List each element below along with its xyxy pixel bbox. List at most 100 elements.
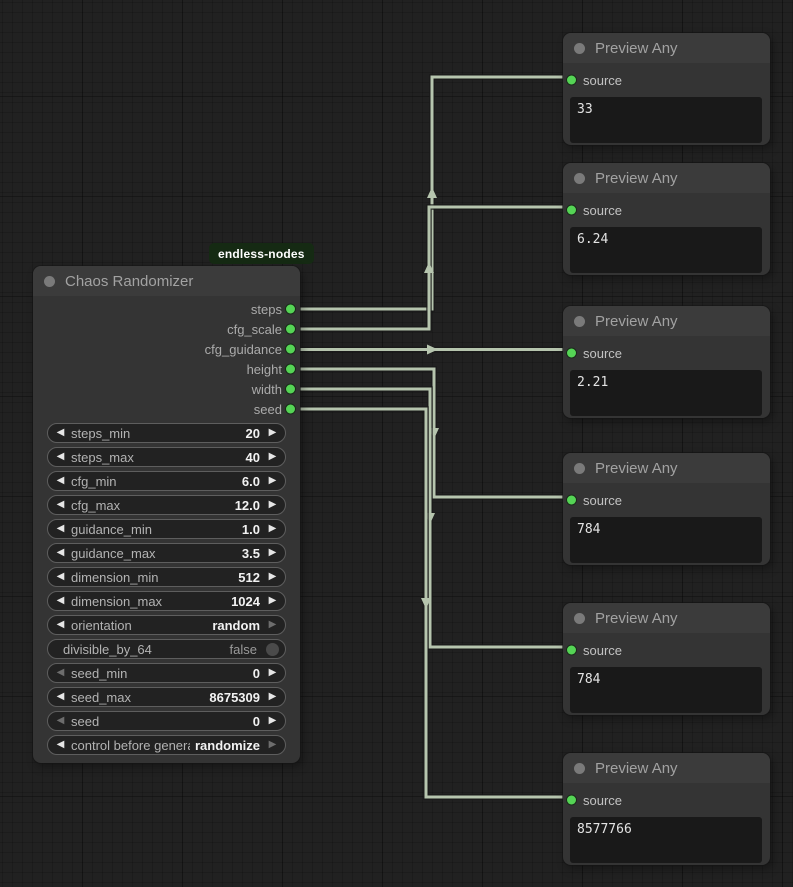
widget-value[interactable]: 6.0 bbox=[241, 473, 260, 489]
node-header[interactable]: Preview Any bbox=[563, 753, 770, 783]
decrement-arrow-icon[interactable]: ◀ bbox=[56, 523, 65, 534]
widget-value[interactable]: 40 bbox=[245, 449, 260, 465]
collapse-dot-icon[interactable] bbox=[574, 42, 585, 54]
preview-value-text: 8577766 bbox=[570, 817, 762, 863]
output-port-cfg_guidance[interactable] bbox=[286, 344, 295, 354]
input-port-source[interactable] bbox=[567, 75, 576, 85]
decrement-arrow-icon[interactable]: ◀ bbox=[56, 451, 65, 462]
widget-divisible_by_64[interactable]: divisible_by_64 false bbox=[47, 639, 286, 659]
node-header[interactable]: Preview Any bbox=[563, 33, 770, 63]
input-port-source[interactable] bbox=[567, 205, 576, 215]
output-port-steps[interactable] bbox=[286, 304, 295, 314]
increment-arrow-icon[interactable]: ▶ bbox=[268, 523, 277, 534]
increment-arrow-icon[interactable]: ▶ bbox=[268, 547, 277, 558]
node-header[interactable]: Preview Any bbox=[563, 603, 770, 633]
increment-arrow-icon[interactable]: ▶ bbox=[268, 667, 277, 678]
decrement-arrow-icon[interactable]: ◀ bbox=[56, 475, 65, 486]
source-input-row: source bbox=[563, 200, 770, 220]
node-title: Preview Any bbox=[595, 609, 678, 627]
decrement-arrow-icon[interactable]: ◀ bbox=[56, 427, 65, 438]
output-row-seed: seed bbox=[33, 399, 300, 419]
collapse-dot-icon[interactable] bbox=[574, 462, 585, 474]
input-port-source[interactable] bbox=[567, 645, 576, 655]
node-header[interactable]: Preview Any bbox=[563, 306, 770, 336]
widget-value[interactable]: 3.5 bbox=[241, 545, 260, 561]
output-label: width bbox=[251, 381, 282, 397]
node-title: Chaos Randomizer bbox=[65, 272, 194, 290]
widget-value[interactable]: 512 bbox=[238, 569, 260, 585]
increment-arrow-icon[interactable]: ▶ bbox=[268, 595, 277, 606]
input-port-source[interactable] bbox=[567, 495, 576, 505]
node-header[interactable]: Chaos Randomizer bbox=[33, 266, 300, 296]
widget-label: cfg_min bbox=[71, 473, 117, 489]
decrement-arrow-icon[interactable]: ◀ bbox=[56, 619, 65, 630]
increment-arrow-icon[interactable]: ▶ bbox=[268, 475, 277, 486]
collapse-dot-icon[interactable] bbox=[574, 315, 585, 327]
increment-arrow-icon[interactable]: ▶ bbox=[268, 499, 277, 510]
node-header[interactable]: Preview Any bbox=[563, 163, 770, 193]
widget-value: false bbox=[229, 641, 257, 657]
source-input-row: source bbox=[563, 70, 770, 90]
decrement-arrow-icon[interactable]: ◀ bbox=[56, 691, 65, 702]
widget-label: divisible_by_64 bbox=[63, 641, 152, 657]
node-header[interactable]: Preview Any bbox=[563, 453, 770, 483]
widget-value[interactable]: 0 bbox=[252, 665, 260, 681]
widget-value[interactable]: 1024 bbox=[231, 593, 260, 609]
widget-control-before-generate[interactable]: ◀control before generaterandomize▶ bbox=[47, 735, 286, 755]
widget-cfg_min[interactable]: ◀ cfg_min 6.0 ▶ bbox=[47, 471, 286, 491]
widget-value[interactable]: 12.0 bbox=[234, 497, 260, 513]
decrement-arrow-icon[interactable]: ◀ bbox=[56, 547, 65, 558]
output-port-seed[interactable] bbox=[286, 404, 295, 414]
preview-any-node-6[interactable]: Preview Any source 8577766 bbox=[563, 753, 770, 865]
input-label: source bbox=[583, 792, 623, 808]
widget-value[interactable]: 1.0 bbox=[241, 521, 260, 537]
widget-label: guidance_min bbox=[71, 521, 152, 537]
decrement-arrow-icon[interactable]: ◀ bbox=[56, 571, 65, 582]
collapse-dot-icon[interactable] bbox=[574, 172, 585, 184]
widget-guidance_min[interactable]: ◀ guidance_min 1.0 ▶ bbox=[47, 519, 286, 539]
toggle-knob-icon[interactable] bbox=[266, 642, 279, 656]
collapse-dot-icon[interactable] bbox=[574, 612, 585, 624]
widget-value[interactable]: randomize bbox=[194, 737, 260, 753]
decrement-arrow-icon[interactable]: ◀ bbox=[56, 595, 65, 606]
widget-value[interactable]: 8675309 bbox=[209, 689, 260, 705]
increment-arrow-icon[interactable]: ▶ bbox=[268, 427, 277, 438]
widget-value[interactable]: random bbox=[212, 617, 260, 633]
widget-value[interactable]: 0 bbox=[252, 713, 260, 729]
preview-value-text: 784 bbox=[570, 667, 762, 713]
collapse-dot-icon[interactable] bbox=[574, 762, 585, 774]
collapse-dot-icon[interactable] bbox=[44, 275, 55, 287]
input-port-source[interactable] bbox=[567, 348, 576, 358]
widget-value[interactable]: 20 bbox=[245, 425, 260, 441]
increment-arrow-icon[interactable]: ▶ bbox=[268, 715, 277, 726]
increment-arrow-icon[interactable]: ▶ bbox=[268, 571, 277, 582]
source-input-row: source bbox=[563, 343, 770, 363]
increment-arrow-icon[interactable]: ▶ bbox=[268, 691, 277, 702]
increment-arrow-icon[interactable]: ▶ bbox=[268, 451, 277, 462]
output-port-cfg_scale[interactable] bbox=[286, 324, 295, 334]
input-port-source[interactable] bbox=[567, 795, 576, 805]
output-port-height[interactable] bbox=[286, 364, 295, 374]
output-row-height: height bbox=[33, 359, 300, 379]
decrement-arrow-icon[interactable]: ◀ bbox=[56, 499, 65, 510]
decrement-arrow-icon[interactable]: ◀ bbox=[56, 739, 65, 750]
output-port-width[interactable] bbox=[286, 384, 295, 394]
